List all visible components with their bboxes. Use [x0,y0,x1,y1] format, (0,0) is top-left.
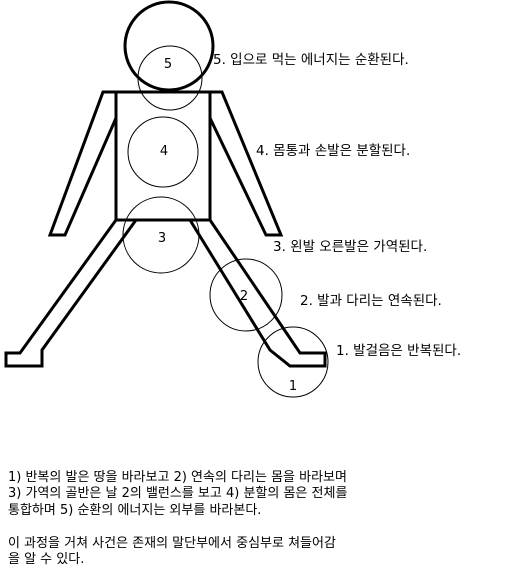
circle-number-3: 3 [158,231,166,246]
head-outline [123,0,215,92]
left-leg-outline [4,218,139,368]
circle-number-5: 5 [164,57,172,72]
circle-number-4: 4 [160,144,168,159]
circle-5 [137,45,203,111]
torso-outline [114,90,212,222]
label-1: 1. 발걸음은 반복된다. [336,343,462,359]
left-arm-outline [47,90,118,237]
label-2: 2. 발과 다리는 연속된다. [300,293,442,309]
paragraph-1-line-1: 1) 반복의 발은 땅을 바라보고 2) 연속의 다리는 몸을 바라보며 [8,470,347,485]
circle-4 [127,116,199,188]
circle-3 [122,196,200,274]
label-4: 4. 몸통과 손발은 분할된다. [256,143,411,159]
label-3: 3. 왼발 오른발은 가역된다. [273,239,428,255]
paragraph-2-line-1: 이 과정을 거쳐 사건은 존재의 말단부에서 중심부로 쳐들어감 [8,536,336,551]
right-leg-outline [187,218,327,368]
paragraph-2-line-2: 을 알 수 있다. [8,552,85,567]
circle-1 [257,326,329,398]
label-5: 5. 입으로 먹는 에너지는 순환된다. [213,52,409,68]
paragraph-1-line-3: 통합하며 5) 순환의 에너지는 외부를 바라본다. [8,503,262,518]
circle-2 [209,258,283,332]
circle-number-2: 2 [240,289,248,304]
right-arm-outline [208,90,284,237]
body-diagram: 5 4 3 2 1 [4,0,329,398]
circle-number-1: 1 [289,379,297,394]
paragraph-1-line-2: 3) 가역의 골반은 날 2의 밸런스를 보고 4) 분할의 몸은 전체를 [8,486,348,501]
